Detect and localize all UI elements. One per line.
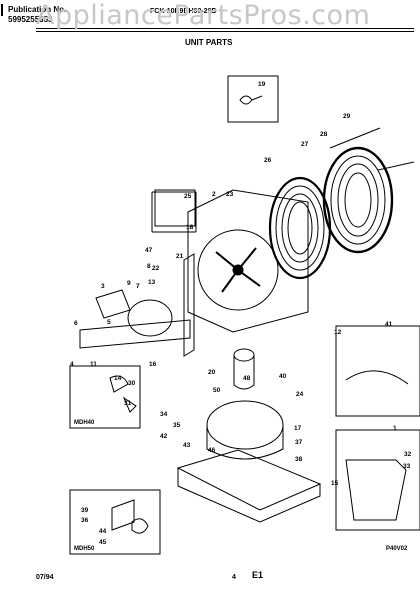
- callout-34: 34: [160, 411, 168, 418]
- publication-label: Publication No.: [8, 5, 67, 14]
- compressor-base: [206, 425, 284, 460]
- footer-date: 07/94: [36, 574, 54, 581]
- watermark: AppliancePartsPros.com: [36, 0, 371, 31]
- compressor-body: [206, 400, 284, 450]
- callout-22: 22: [152, 265, 160, 272]
- callout-20: 20: [208, 369, 216, 376]
- callout-35: 35: [173, 422, 181, 429]
- footer-section-code: E1: [252, 570, 264, 580]
- callout-45: 45: [99, 539, 107, 546]
- callout-19: 19: [258, 81, 266, 88]
- callout-17: 17: [294, 425, 302, 432]
- callout-3: 3: [101, 283, 105, 290]
- callout-9: 9: [127, 280, 131, 287]
- callout-16: 16: [149, 361, 157, 368]
- callout-15: 15: [331, 480, 339, 487]
- kit-bottom-parts: [111, 499, 149, 534]
- header-rule-2: [36, 31, 414, 32]
- callout-2: 2: [212, 191, 216, 198]
- drain-pan: [345, 459, 407, 521]
- accumulator: [233, 355, 255, 390]
- motor-bracket-box: [154, 189, 196, 227]
- callout-48: 48: [243, 375, 251, 382]
- callout-5: 5: [107, 319, 111, 326]
- callout-18: 18: [186, 224, 194, 231]
- callout-7: 7: [136, 283, 140, 290]
- callout-29: 29: [343, 113, 351, 120]
- fan-shroud: [187, 189, 309, 333]
- kit-label-bottom: MDH50: [74, 546, 95, 552]
- callout-28: 28: [320, 131, 328, 138]
- fan-opening: [197, 229, 279, 311]
- kit-top-parts: [109, 375, 137, 413]
- kit-box-bottom: [69, 489, 161, 555]
- section-title: UNIT PARTS: [185, 38, 233, 47]
- kit-box-top: [69, 365, 141, 429]
- callout-14: 14: [114, 375, 122, 382]
- callout-39: 39: [81, 507, 89, 514]
- publication-number: 5995255353: [8, 15, 53, 24]
- callout-25: 25: [184, 193, 192, 200]
- callout-32: 32: [404, 451, 412, 458]
- figure-code: P40V02: [386, 546, 408, 552]
- callout-50: 50: [213, 387, 221, 394]
- fan-blades: [215, 247, 261, 293]
- inset-box-top: [227, 75, 279, 123]
- callout-24: 24: [296, 391, 304, 398]
- callout-11: 11: [90, 361, 97, 368]
- callout-13: 13: [148, 279, 156, 286]
- callout-41: 41: [385, 321, 393, 328]
- accumulator-top: [233, 348, 255, 362]
- callout-30: 30: [128, 380, 136, 387]
- callout-31: 31: [124, 400, 132, 407]
- callout-4: 4: [70, 361, 74, 368]
- header-rule: [36, 28, 414, 29]
- callout-1: 1: [393, 425, 397, 432]
- support-post: [183, 253, 195, 357]
- callout-33: 33: [403, 463, 411, 470]
- footer-page-number: 4: [232, 574, 236, 581]
- callout-36: 36: [81, 517, 89, 524]
- callout-47: 47: [145, 247, 153, 254]
- callout-42: 42: [160, 433, 168, 440]
- kit-label-top: MDH40: [74, 420, 95, 426]
- callout-27: 27: [301, 141, 309, 148]
- fan-hub: [232, 264, 244, 276]
- callout-44: 44: [99, 528, 107, 535]
- callout-6: 6: [74, 320, 78, 327]
- inset-box-wiring: [335, 325, 420, 417]
- clamp-part: [239, 95, 263, 105]
- base-pan-side: [177, 468, 321, 523]
- callout-8: 8: [147, 263, 151, 270]
- callout-43: 43: [183, 442, 191, 449]
- capacitor-bracket: [95, 289, 131, 319]
- condenser-coil-right: [322, 146, 394, 254]
- page-corner-mark: [1, 4, 3, 16]
- model-number: FCK-10K9DH00-29D: [150, 8, 217, 15]
- inset-box-25: [151, 191, 197, 233]
- callout-21: 21: [176, 253, 184, 260]
- fan-motor: [127, 299, 173, 337]
- callout-46: 46: [208, 447, 216, 454]
- callout-40: 40: [279, 373, 287, 380]
- bracket-rods: [329, 127, 415, 171]
- callout-26: 26: [264, 157, 272, 164]
- wiring-harness: [345, 370, 409, 385]
- callout-23: 23: [226, 191, 234, 198]
- callout-37: 37: [295, 439, 303, 446]
- callout-12: 12: [334, 329, 342, 336]
- mounting-rail: [79, 319, 191, 349]
- callout-38: 38: [295, 456, 303, 463]
- inset-box-drain: [335, 429, 420, 531]
- condenser-coil-left: [268, 176, 332, 280]
